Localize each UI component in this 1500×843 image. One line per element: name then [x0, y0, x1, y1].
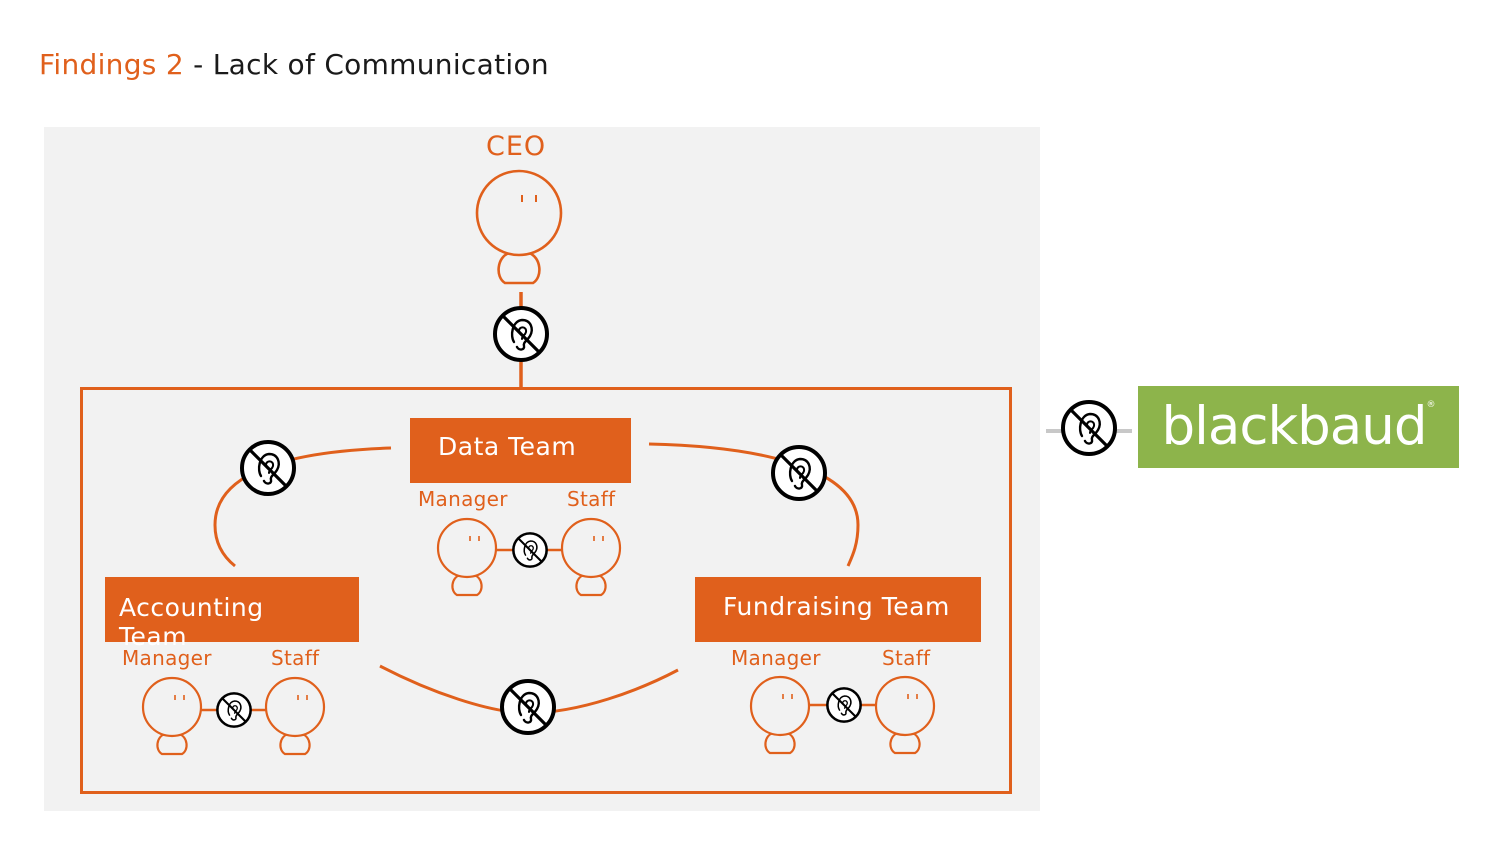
data-team-name: Data Team [438, 432, 577, 461]
no-listening-ear-icon-data-team [512, 532, 548, 568]
data-accounting-connector [213, 446, 392, 568]
accounting-staff-person-icon [264, 676, 326, 756]
accounting-team-name-line1: Accounting [119, 593, 264, 622]
accounting-team-name-line2: Team [119, 622, 188, 651]
no-listening-ear-icon-vendor [1061, 400, 1117, 456]
blackbaud-registered-mark: ® [1426, 400, 1436, 410]
accounting-team-manager-label: Manager [122, 646, 212, 670]
data-manager-person-icon [436, 517, 498, 597]
teams-frame [80, 387, 1012, 794]
title-rest: - Lack of Communication [183, 48, 549, 81]
ceo-label: CEO [486, 131, 547, 162]
fundraising-team-staff-label: Staff [882, 646, 931, 670]
blackbaud-logo: blackbaud® [1138, 386, 1459, 468]
slide-title: Findings 2 - Lack of Communication [39, 48, 549, 81]
no-listening-ear-icon-data-fundraising [771, 445, 827, 501]
fundraising-staff-person-icon [874, 675, 936, 755]
accounting-team-box: Accounting Team [105, 577, 359, 651]
ceo-person-icon [475, 169, 563, 285]
no-listening-ear-icon-ceo [493, 306, 549, 362]
no-listening-ear-icon-accounting-fundraising [500, 679, 556, 735]
data-fundraising-connector [648, 442, 860, 567]
blackbaud-logo-text: blackbaud [1161, 396, 1427, 457]
data-team-manager-label: Manager [418, 487, 508, 511]
title-accent: Findings 2 [39, 48, 184, 81]
data-team-staff-label: Staff [567, 487, 616, 511]
fundraising-team-manager-label: Manager [731, 646, 821, 670]
accounting-manager-person-icon [141, 676, 203, 756]
accounting-team-staff-label: Staff [271, 646, 320, 670]
data-team-box: Data Team [410, 418, 631, 483]
no-listening-ear-icon-accounting-team [216, 692, 252, 728]
data-staff-person-icon [560, 517, 622, 597]
no-listening-ear-icon-fundraising-team [826, 687, 862, 723]
fundraising-team-name: Fundraising Team [723, 592, 950, 621]
fundraising-team-box: Fundraising Team [695, 577, 981, 642]
no-listening-ear-icon-data-accounting [240, 440, 296, 496]
fundraising-manager-person-icon [749, 675, 811, 755]
